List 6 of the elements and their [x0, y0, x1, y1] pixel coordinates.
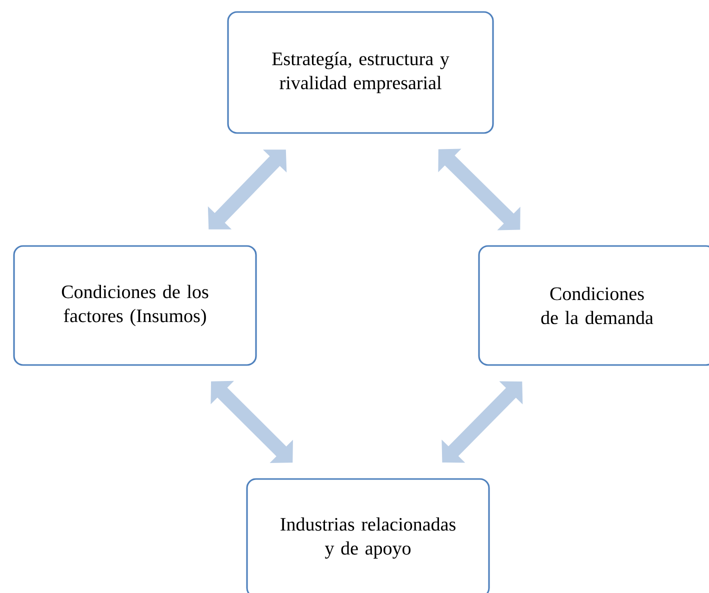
- text-box: Condiciones de los factores (Insumos): [13, 245, 257, 366]
- text-box: Industrias relacionadas y de apoyo: [246, 478, 490, 593]
- text-box: Condiciones de la demanda: [478, 245, 709, 366]
- double-arrow: [442, 381, 523, 463]
- double-arrow: [438, 148, 520, 230]
- text-box: Estrategía, estructura y rivalidad empresarial: [227, 11, 494, 134]
